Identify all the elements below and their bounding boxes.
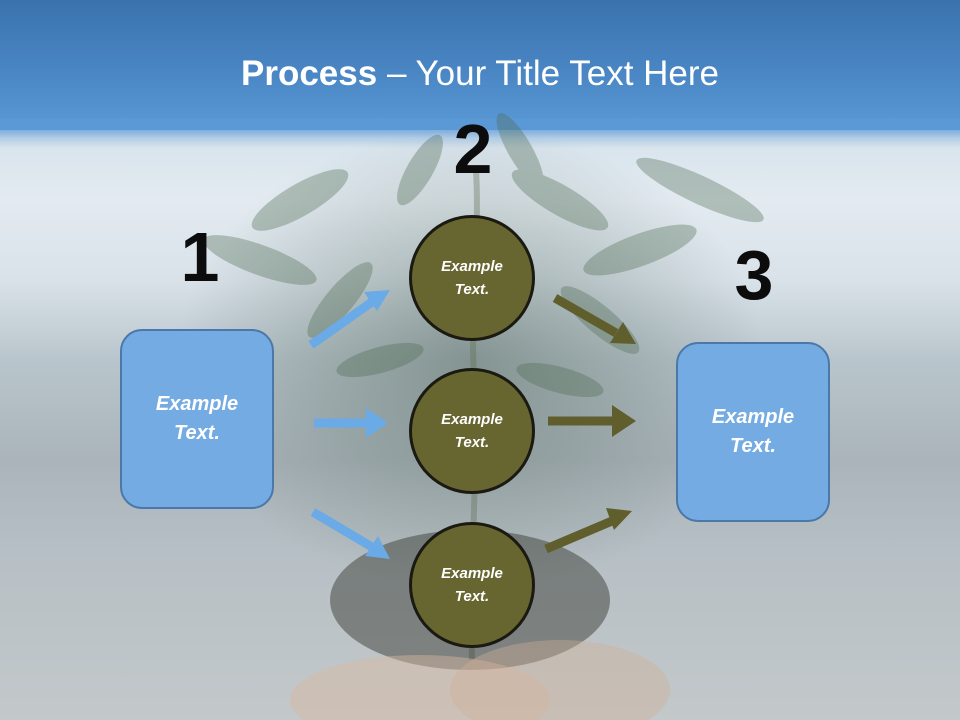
arrow-down-right-blue <box>310 508 390 559</box>
step-1-box-text: Example Text. <box>155 393 239 444</box>
circle-bottom-text: Example Text. <box>441 565 503 605</box>
step-3-box[interactable]: Example Text. <box>676 342 830 522</box>
title-bold: Process <box>241 54 378 93</box>
arrow-right-olive <box>548 405 636 437</box>
title-rest: – Your Title Text Here <box>377 54 719 93</box>
slide-title: Process – Your Title Text Here <box>0 52 960 96</box>
step-number-3: 3 <box>734 236 774 314</box>
circle-top-text: Example Text. <box>441 258 503 298</box>
step-number-2: 2 <box>453 110 493 188</box>
step-2-circle-top[interactable]: Example Text. <box>409 215 535 341</box>
title-band-fade <box>0 118 960 148</box>
step-number-1: 1 <box>180 218 220 296</box>
title-band <box>0 0 960 130</box>
step-2-circle-bottom[interactable]: Example Text. <box>409 522 535 648</box>
arrow-up-right-blue <box>308 290 390 349</box>
arrow-down-right-olive <box>552 294 636 344</box>
step-2-circle-middle[interactable]: Example Text. <box>409 368 535 494</box>
arrow-up-right-olive <box>544 508 632 554</box>
olive-arrows <box>544 294 636 554</box>
step-3-box-text: Example Text. <box>711 406 795 457</box>
circle-middle-text: Example Text. <box>441 411 503 451</box>
arrow-right-blue <box>314 408 388 438</box>
blue-arrows <box>308 290 390 559</box>
step-1-box[interactable]: Example Text. <box>120 329 274 509</box>
